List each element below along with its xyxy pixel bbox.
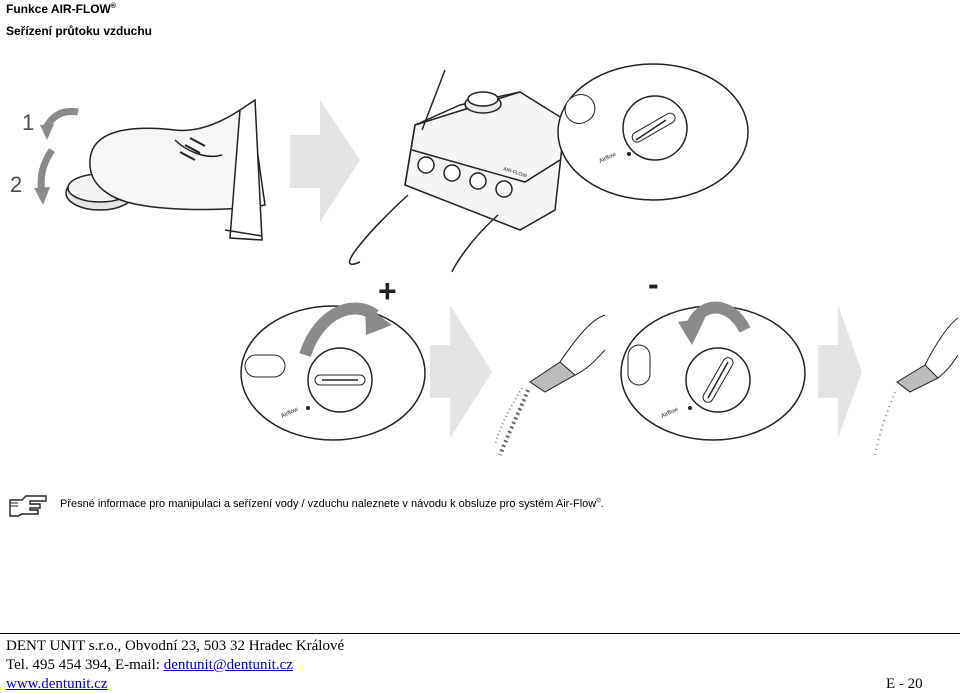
footer-phone: Tel. 495 454 394, E-mail:	[6, 657, 164, 673]
page-number: E - 20	[886, 676, 923, 692]
rotate-arrow-2	[37, 147, 55, 193]
plus-sign: +	[378, 273, 397, 309]
step-2-label: 2	[10, 172, 22, 197]
page-title: Funkce AIR-FLOW®	[6, 2, 116, 16]
airflow-device	[348, 69, 566, 273]
page-subtitle: Seřízení průtoku vzduchu	[6, 24, 153, 38]
handpiece-spray-plus	[494, 314, 606, 456]
footer-email-link[interactable]: dentunit@dentunit.cz	[163, 657, 293, 673]
zoom-circle-knob-top	[557, 63, 749, 201]
footer-website: www.dentunit.cz	[6, 676, 108, 693]
title-registered-mark: ®	[110, 3, 117, 10]
zoom-circle-knob-plus	[240, 302, 426, 441]
zoom-circle-knob-minus	[620, 301, 806, 441]
info-note-text: Přesné informace pro manipulaci a seříze…	[60, 498, 597, 510]
flow-arrow-1	[290, 100, 360, 222]
minus-sign: -	[648, 266, 659, 302]
info-note-end: .	[600, 498, 604, 510]
footer-website-link[interactable]: www.dentunit.cz	[6, 676, 108, 692]
title-text: Funkce AIR-FLOW	[6, 2, 111, 16]
handpiece-spray-minus	[874, 317, 959, 456]
rotate-arrow-2-head	[34, 187, 50, 205]
pointing-hand-icon	[9, 495, 47, 517]
info-note-sup: ®	[596, 498, 601, 505]
flow-arrow-2	[430, 305, 492, 438]
info-note: Přesné informace pro manipulaci a seříze…	[60, 498, 604, 510]
footer-contact: Tel. 495 454 394, E-mail: dentunit@dentu…	[6, 657, 293, 674]
foot-pedal-shoe	[65, 98, 266, 241]
flow-arrow-3	[818, 305, 862, 438]
rotate-arrow-1-head	[40, 124, 54, 140]
footer-address: DENT UNIT s.r.o., Obvodní 23, 503 32 Hra…	[6, 638, 345, 654]
airflow-illustration: 1 2 AIR-FLOW	[10, 63, 959, 456]
footer-divider	[0, 633, 960, 634]
step-1-label: 1	[22, 110, 34, 135]
